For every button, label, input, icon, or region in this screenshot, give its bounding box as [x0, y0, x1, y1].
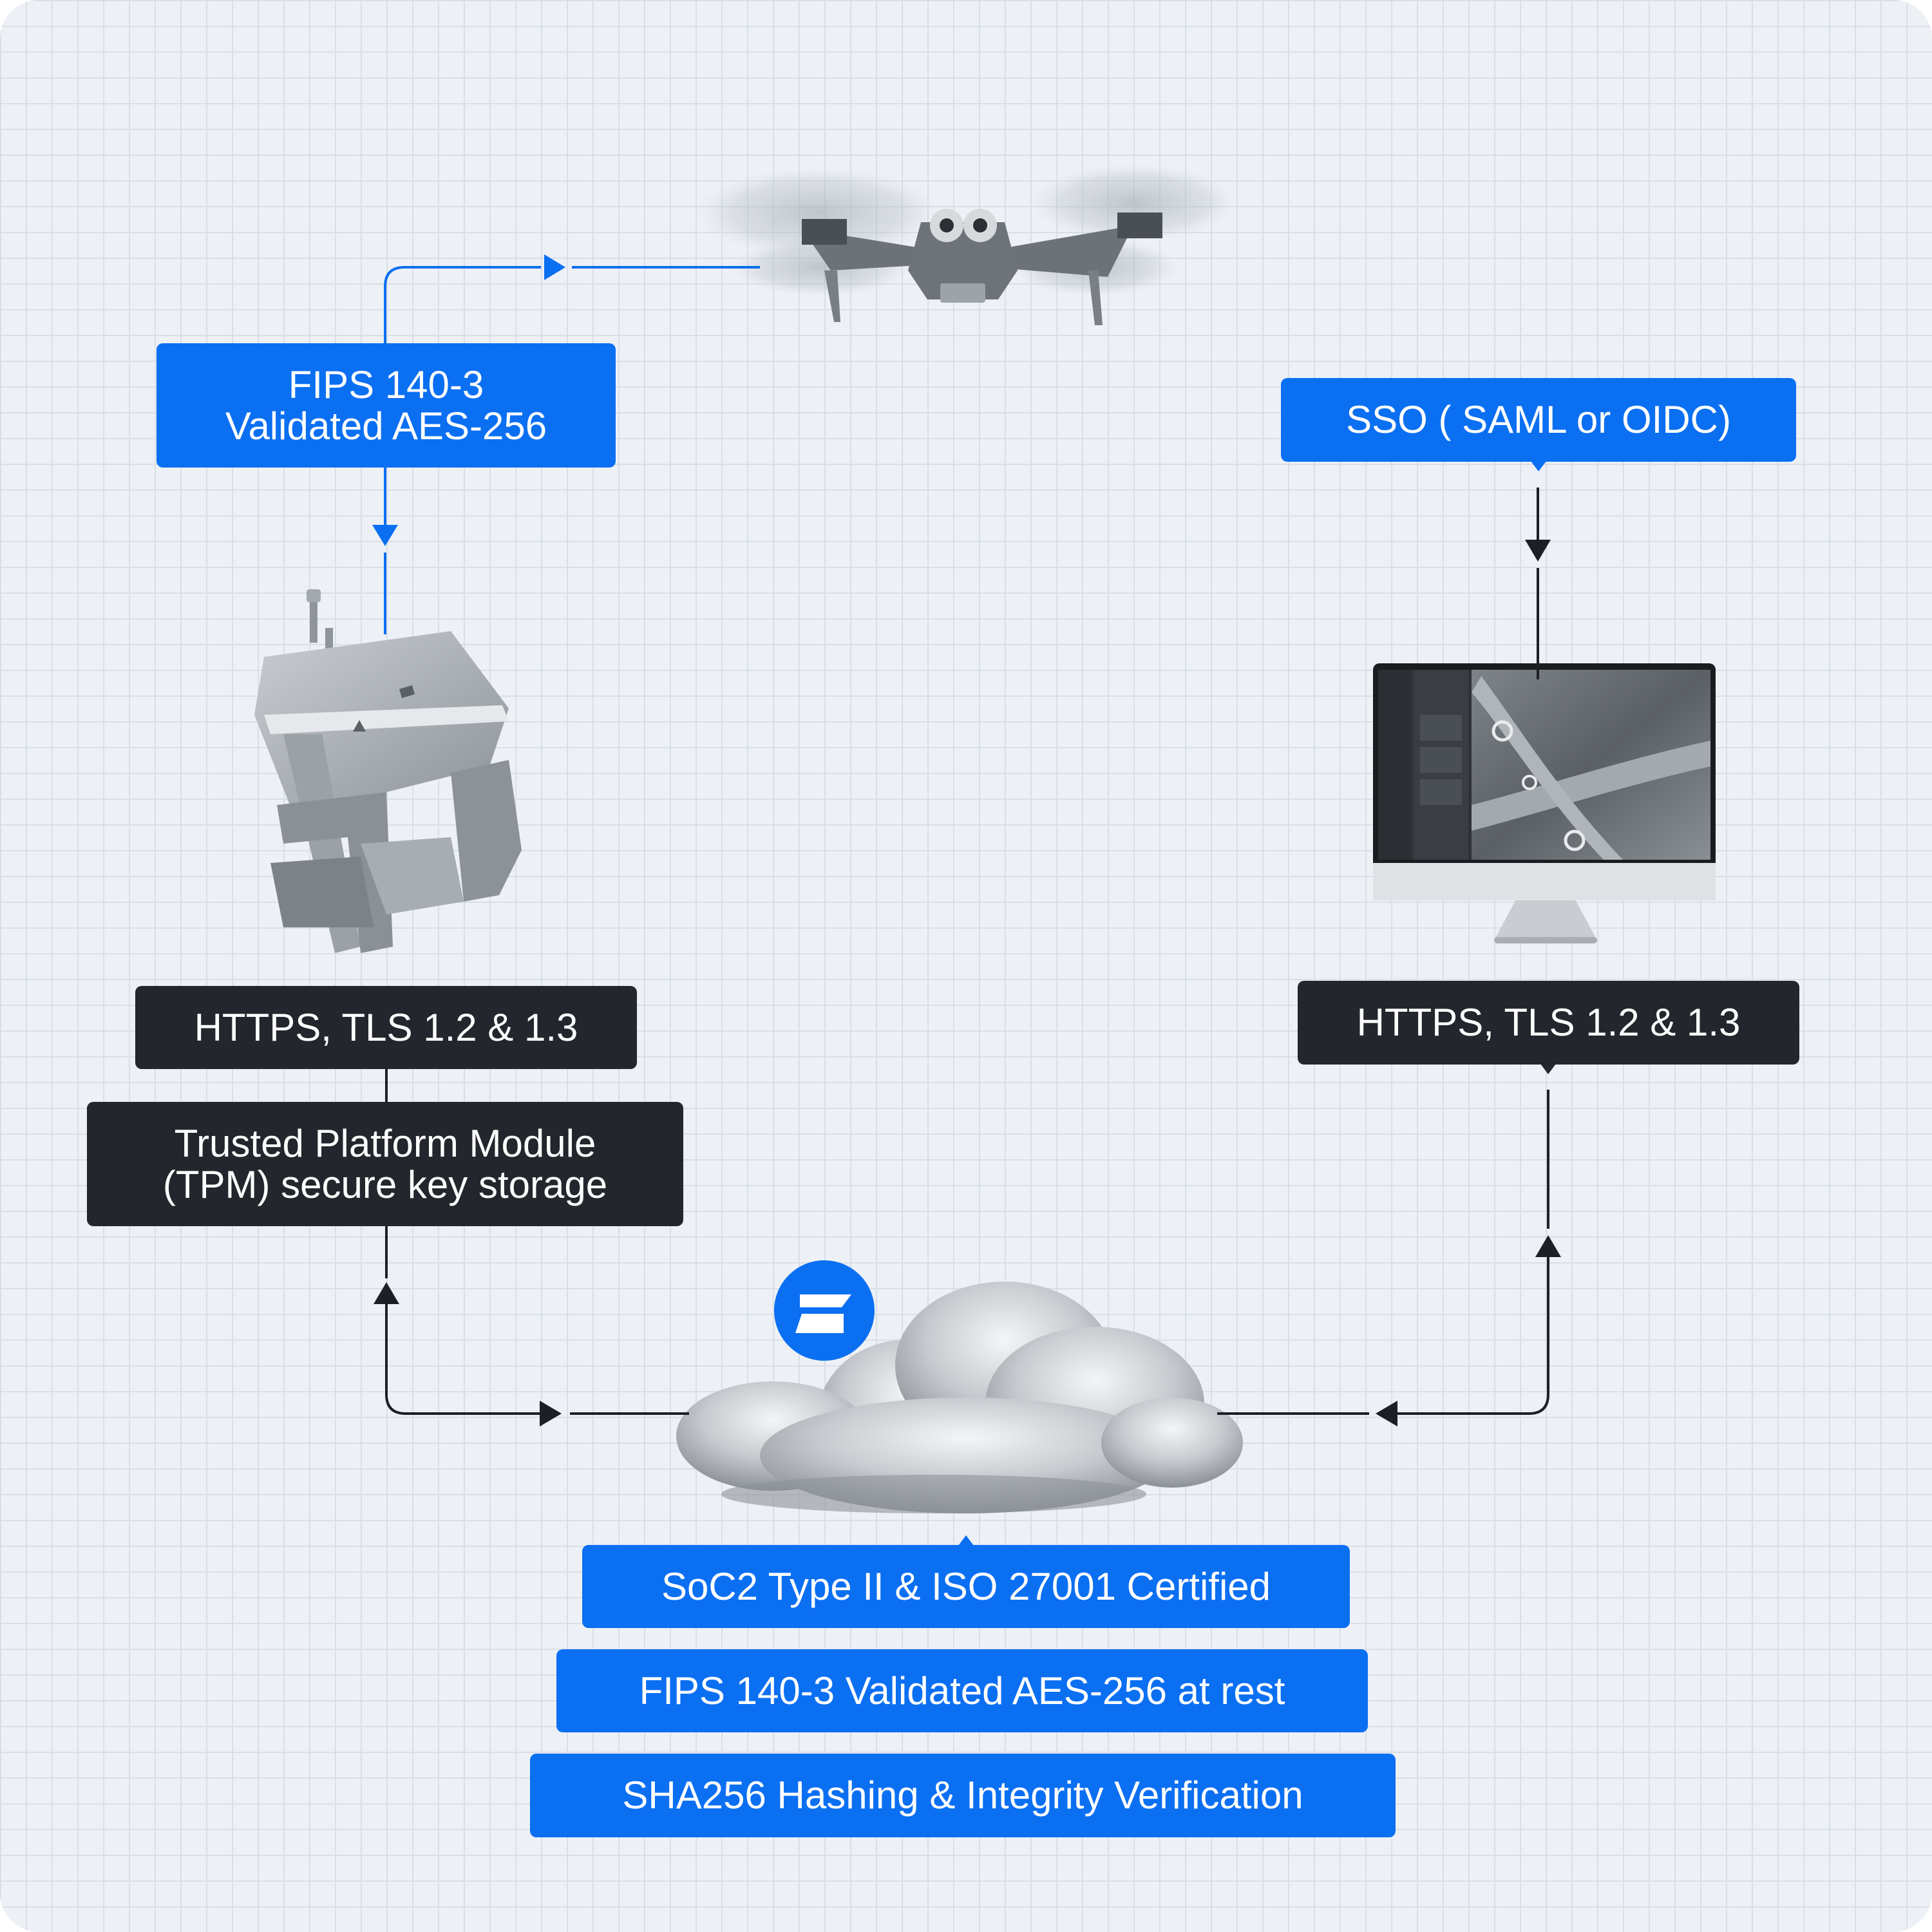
- cloud-cert-label-1: SoC2 Type II & ISO 27001 Certified: [582, 1545, 1350, 1628]
- monitor-image: [1373, 663, 1716, 943]
- web-transport-label-text: HTTPS, TLS 1.2 & 1.3: [1356, 1001, 1741, 1044]
- arrow-left-icon: [1376, 1401, 1397, 1426]
- sso-label: SSO ( SAML or OIDC): [1281, 378, 1796, 462]
- sso-pointer: [1531, 461, 1546, 471]
- dock-transport-label-text: HTTPS, TLS 1.2 & 1.3: [194, 1005, 578, 1049]
- arrow-up-icon: [1535, 1235, 1561, 1257]
- cloud-cert-label-2-text: FIPS 140-3 Validated AES-256 at rest: [639, 1669, 1285, 1712]
- skydio-logo-icon: [774, 1260, 875, 1361]
- sso-label-text: SSO ( SAML or OIDC): [1346, 398, 1731, 441]
- dock-transport-label: HTTPS, TLS 1.2 & 1.3: [135, 986, 637, 1069]
- drone-link-label: FIPS 140-3 Validated AES-256: [156, 343, 616, 468]
- cloud-cert-label-2: FIPS 140-3 Validated AES-256 at rest: [556, 1649, 1368, 1732]
- connector-cloud-web: [1397, 1257, 1549, 1415]
- arrow-right-icon: [544, 254, 565, 280]
- connector-dock-cloud-bottom: [385, 1304, 540, 1415]
- arrow-down-icon: [1525, 540, 1551, 562]
- cloud-cert-pointer: [958, 1535, 974, 1546]
- tpm-label-text: Trusted Platform Module (TPM) secure key…: [162, 1121, 608, 1206]
- cloud-cert-label-3-text: SHA256 Hashing & Integrity Verification: [622, 1774, 1303, 1817]
- tpm-label: Trusted Platform Module (TPM) secure key…: [87, 1102, 683, 1226]
- drone-image: [696, 164, 1236, 325]
- web-transport-pointer: [1540, 1064, 1556, 1074]
- web-transport-label: HTTPS, TLS 1.2 & 1.3: [1298, 981, 1799, 1065]
- cloud-cert-label-3: SHA256 Hashing & Integrity Verification: [530, 1754, 1396, 1837]
- connector-dock-drone: [384, 266, 541, 345]
- arrow-down-icon: [372, 525, 398, 546]
- arrow-right-icon: [540, 1401, 562, 1426]
- dock-image: [254, 589, 522, 953]
- cloud-cert-label-1-text: SoC2 Type II & ISO 27001 Certified: [661, 1564, 1271, 1608]
- drone-link-label-text: FIPS 140-3 Validated AES-256: [225, 363, 547, 448]
- cloud-image: [676, 1282, 1243, 1513]
- arrow-up-icon: [374, 1282, 399, 1304]
